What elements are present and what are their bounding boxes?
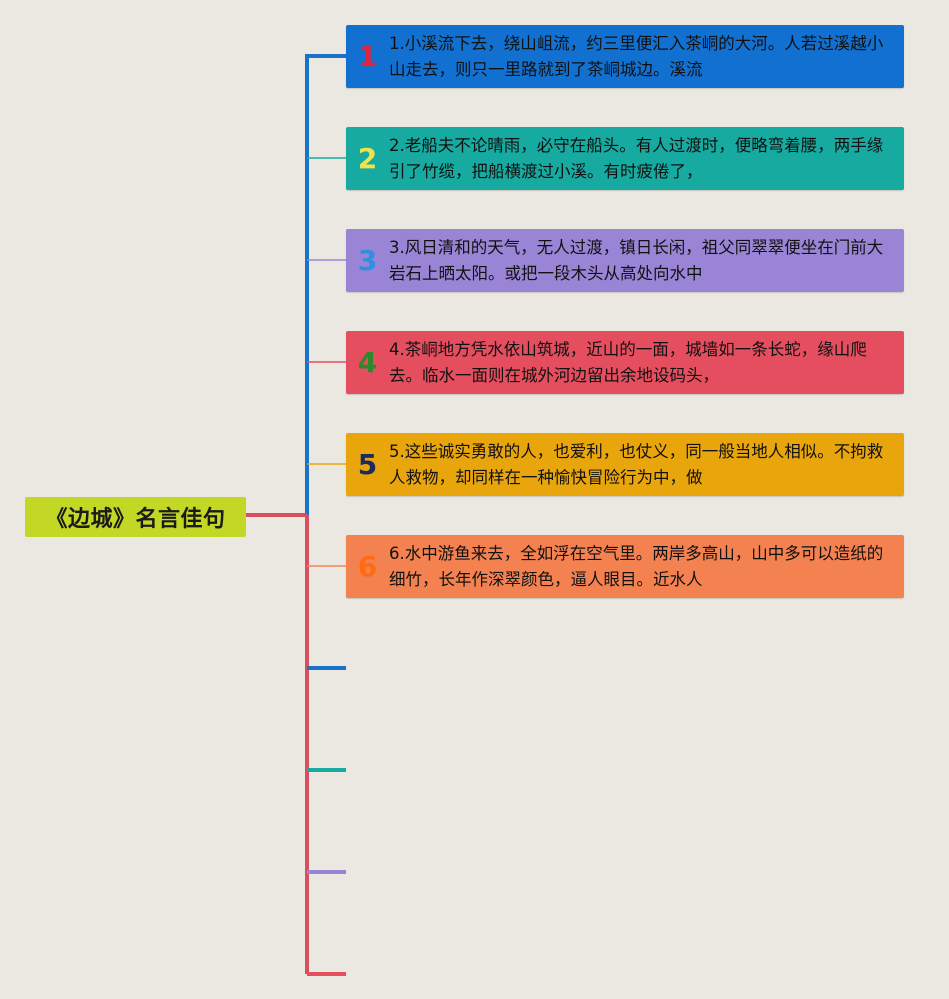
branch-node-5[interactable]: 5 5.这些诚实勇敢的人，也爱利，也仗义，同一般当地人相似。不拘救人救物，却同样… <box>346 433 904 496</box>
branch-text: 2.老船夫不论晴雨，必守在船头。有人过渡时，便略弯着腰，两手缘引了竹缆，把船横渡… <box>389 135 884 181</box>
branch-text: 4.茶峒地方凭水依山筑城，近山的一面，城墙如一条长蛇，缘山爬去。临水一面则在城外… <box>389 339 867 385</box>
branch-text: 3.风日清和的天气，无人过渡，镇日长闲，祖父同翠翠便坐在门前大岩石上晒太阳。或把… <box>389 237 884 283</box>
branch-node-3[interactable]: 3 3.风日清和的天气，无人过渡，镇日长闲，祖父同翠翠便坐在门前大岩石上晒太阳。… <box>346 229 904 292</box>
branch-number: 6 <box>357 549 378 583</box>
branch-text: 6.水中游鱼来去，全如浮在空气里。两岸多高山，山中多可以造纸的细竹，长年作深翠颜… <box>389 543 884 589</box>
branch-number: 2 <box>357 141 378 175</box>
branch-node-2[interactable]: 2 2.老船夫不论晴雨，必守在船头。有人过渡时，便略弯着腰，两手缘引了竹缆，把船… <box>346 127 904 190</box>
branch-text: 5.这些诚实勇敢的人，也爱利，也仗义，同一般当地人相似。不拘救人救物，却同样在一… <box>389 441 884 487</box>
branch-number: 3 <box>357 243 378 277</box>
branch-number: 4 <box>357 345 378 379</box>
root-node[interactable]: 《边城》名言佳句 <box>25 497 246 537</box>
root-title: 《边城》名言佳句 <box>45 507 226 532</box>
branch-node-6[interactable]: 6 6.水中游鱼来去，全如浮在空气里。两岸多高山，山中多可以造纸的细竹，长年作深… <box>346 535 904 598</box>
branch-number: 5 <box>357 447 378 481</box>
branch-text: 1.小溪流下去，绕山岨流，约三里便汇入茶峒的大河。人若过溪越小山走去，则只一里路… <box>389 33 884 79</box>
branch-number: 1 <box>357 39 378 73</box>
branch-node-1[interactable]: 1 1.小溪流下去，绕山岨流，约三里便汇入茶峒的大河。人若过溪越小山走去，则只一… <box>346 25 904 88</box>
branch-node-4[interactable]: 4 4.茶峒地方凭水依山筑城，近山的一面，城墙如一条长蛇，缘山爬去。临水一面则在… <box>346 331 904 394</box>
